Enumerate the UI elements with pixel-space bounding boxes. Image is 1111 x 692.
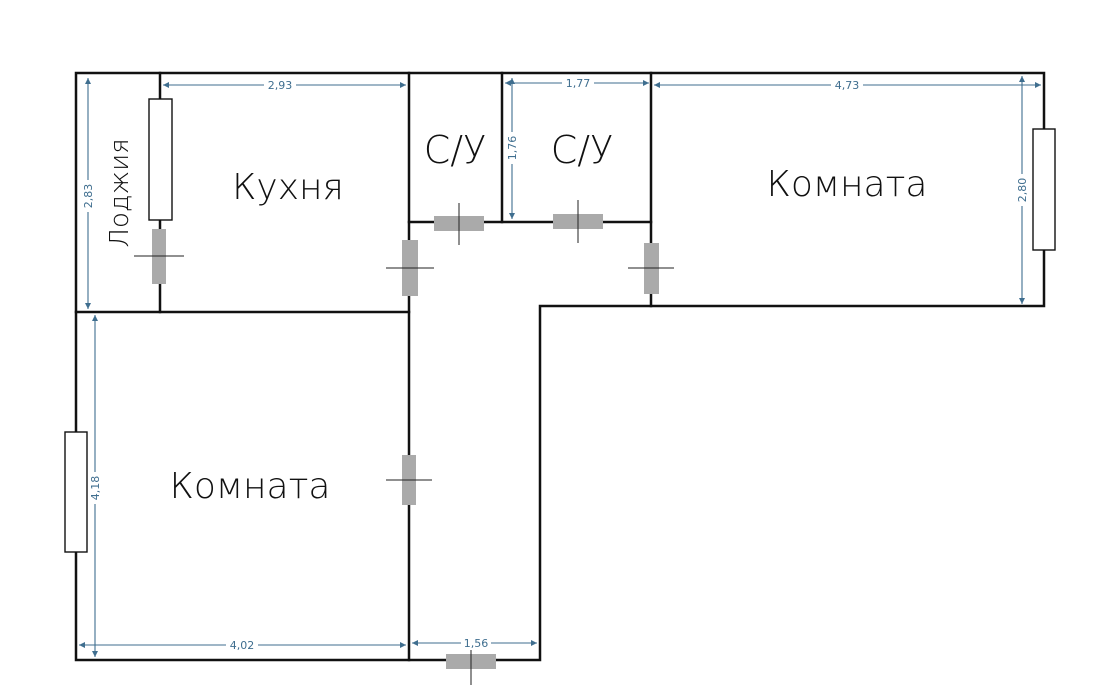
kitchen-door [386, 240, 434, 296]
room-left-label: Комната [170, 466, 331, 507]
room-right-height-label: 2,80 [1016, 178, 1029, 203]
bathroom-height-label: 1,76 [506, 136, 519, 161]
doors [134, 200, 674, 685]
loggia-height-label: 2,83 [82, 184, 95, 209]
bathroom-2-door [553, 200, 603, 243]
dimension-labels: 2,93 2,83 1,77 1,76 4,73 2,80 4,18 4,02 … [81, 76, 1029, 652]
room-left-height-label: 4,18 [89, 476, 102, 501]
windows [64, 98, 1056, 553]
room-right-label: Комната [767, 164, 928, 205]
loggia-label: Лоджия [105, 138, 135, 247]
loggia-door [134, 229, 184, 284]
room-right-door [628, 243, 674, 294]
bathroom-1-door [434, 203, 484, 245]
room-right-width-label: 4,73 [835, 79, 860, 92]
bathroom-1-label: С/У [424, 128, 487, 172]
kitchen-label: Кухня [232, 167, 344, 208]
room-labels: Лоджия Кухня С/У С/У Комната Комната [105, 128, 927, 507]
room-left-window [64, 431, 88, 553]
corridor-width-label: 1,56 [464, 637, 489, 650]
room-right-window [1032, 128, 1056, 251]
bathroom-2-label: С/У [551, 128, 614, 172]
room-left-width-label: 4,02 [230, 639, 255, 652]
room-left-door [386, 455, 432, 505]
loggia-window [148, 98, 173, 221]
outer-wall [74, 71, 1046, 662]
bathroom-width-label: 1,77 [566, 77, 591, 90]
kitchen-width-label: 2,93 [268, 79, 293, 92]
